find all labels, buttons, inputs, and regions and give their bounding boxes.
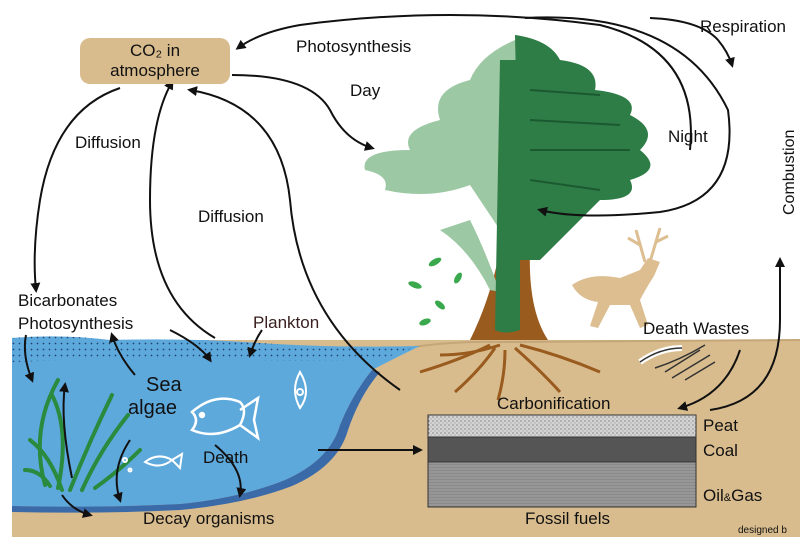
label-fossil-fuels: Fossil fuels: [525, 510, 610, 527]
label-death-wastes: Death Wastes: [643, 320, 749, 337]
label-photosynthesis-top: Photosynthesis: [296, 38, 411, 55]
co2-atmosphere-box: CO₂ in atmosphere: [80, 38, 230, 84]
label-death: Death: [203, 449, 248, 466]
label-peat: Peat: [703, 417, 738, 434]
arrow-diffusion-down: [35, 88, 120, 290]
coal-layer: [428, 437, 696, 462]
label-algae: algae: [128, 398, 177, 418]
label-diffusion-center: Diffusion: [198, 208, 264, 225]
oil-gas-layer: [428, 462, 696, 507]
label-day: Day: [350, 82, 380, 99]
deer: [572, 228, 668, 328]
label-bicarbonates: Bicarbonates: [18, 292, 117, 309]
falling-leaves: [407, 256, 463, 327]
co2-label-line1: CO₂ in: [80, 41, 230, 61]
label-sea: Sea: [146, 375, 182, 395]
label-oil: Oil: [703, 486, 724, 505]
label-decay-organisms: Decay organisms: [143, 510, 274, 527]
peat-layer: [428, 415, 696, 437]
label-coal: Coal: [703, 442, 738, 459]
label-plankton: Plankton: [253, 314, 319, 331]
label-respiration: Respiration: [700, 18, 786, 35]
label-carbonification: Carbonification: [497, 395, 610, 412]
label-night: Night: [668, 128, 708, 145]
co2-label-line2: atmosphere: [80, 61, 230, 81]
label-diffusion-left: Diffusion: [75, 134, 141, 151]
label-gas: Gas: [731, 486, 762, 505]
label-combustion: Combustion: [782, 130, 798, 215]
label-oil-gas: Oil&Gas: [703, 487, 762, 504]
label-credit: designed b: [738, 526, 787, 536]
label-photosynthesis-sea: Photosynthesis: [18, 315, 133, 332]
